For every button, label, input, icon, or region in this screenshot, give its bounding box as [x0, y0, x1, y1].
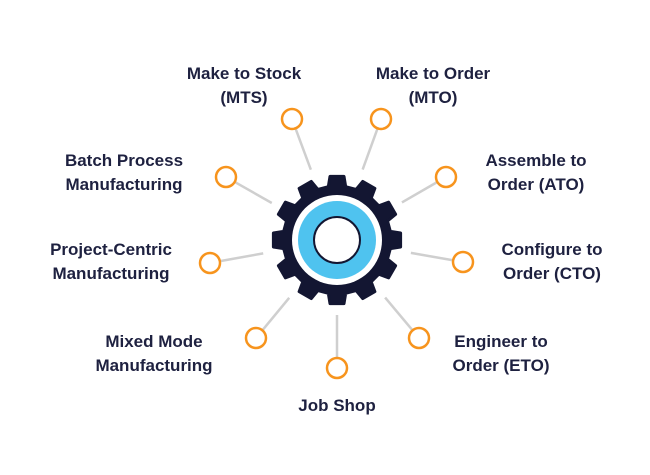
- node-label: Job Shop: [298, 396, 375, 415]
- node-label: Engineer to: [454, 332, 548, 351]
- gear-icon: [271, 174, 403, 306]
- node-circle: [407, 326, 431, 350]
- node-label: (MTO): [409, 88, 458, 107]
- connector-line: [234, 181, 273, 205]
- node-label: Manufacturing: [52, 264, 169, 283]
- node-ato: Assemble to Order (ATO): [401, 151, 587, 204]
- node-label: Batch Process: [65, 151, 183, 170]
- connector-line: [384, 296, 413, 331]
- node-circle: [280, 107, 304, 131]
- node-label: Order (ATO): [488, 175, 585, 194]
- connector-line: [220, 252, 264, 263]
- connector-line: [294, 128, 313, 171]
- connector-line: [401, 181, 438, 204]
- node-label: Order (CTO): [503, 264, 601, 283]
- node-circle: [198, 251, 222, 275]
- node-label: Assemble to: [485, 151, 586, 170]
- node-circle: [214, 165, 238, 189]
- connector-line: [361, 128, 379, 170]
- node-circle: [369, 107, 393, 131]
- node-cto: Configure to Order (CTO): [410, 240, 603, 283]
- node-mto: Make to Order (MTO): [361, 64, 491, 170]
- node-label: Configure to: [501, 240, 602, 259]
- node-circle: [325, 356, 349, 380]
- node-circle: [434, 165, 458, 189]
- node-label: Order (ETO): [453, 356, 550, 375]
- node-label: Mixed Mode: [105, 332, 202, 351]
- node-label: Project-Centric: [50, 240, 172, 259]
- node-circle: [244, 326, 268, 350]
- connector-line: [410, 251, 453, 262]
- node-label: Manufacturing: [95, 356, 212, 375]
- node-circle: [451, 250, 475, 274]
- node-label: Manufacturing: [65, 175, 182, 194]
- node-label: Make to Stock: [187, 64, 302, 83]
- node-eto: Engineer to Order (ETO): [384, 296, 550, 375]
- node-job-shop: Job Shop: [298, 315, 376, 415]
- node-mts: Make to Stock (MTS): [187, 64, 313, 171]
- connector-line: [262, 297, 291, 331]
- node-label: (MTS): [220, 88, 267, 107]
- node-label: Make to Order: [376, 64, 491, 83]
